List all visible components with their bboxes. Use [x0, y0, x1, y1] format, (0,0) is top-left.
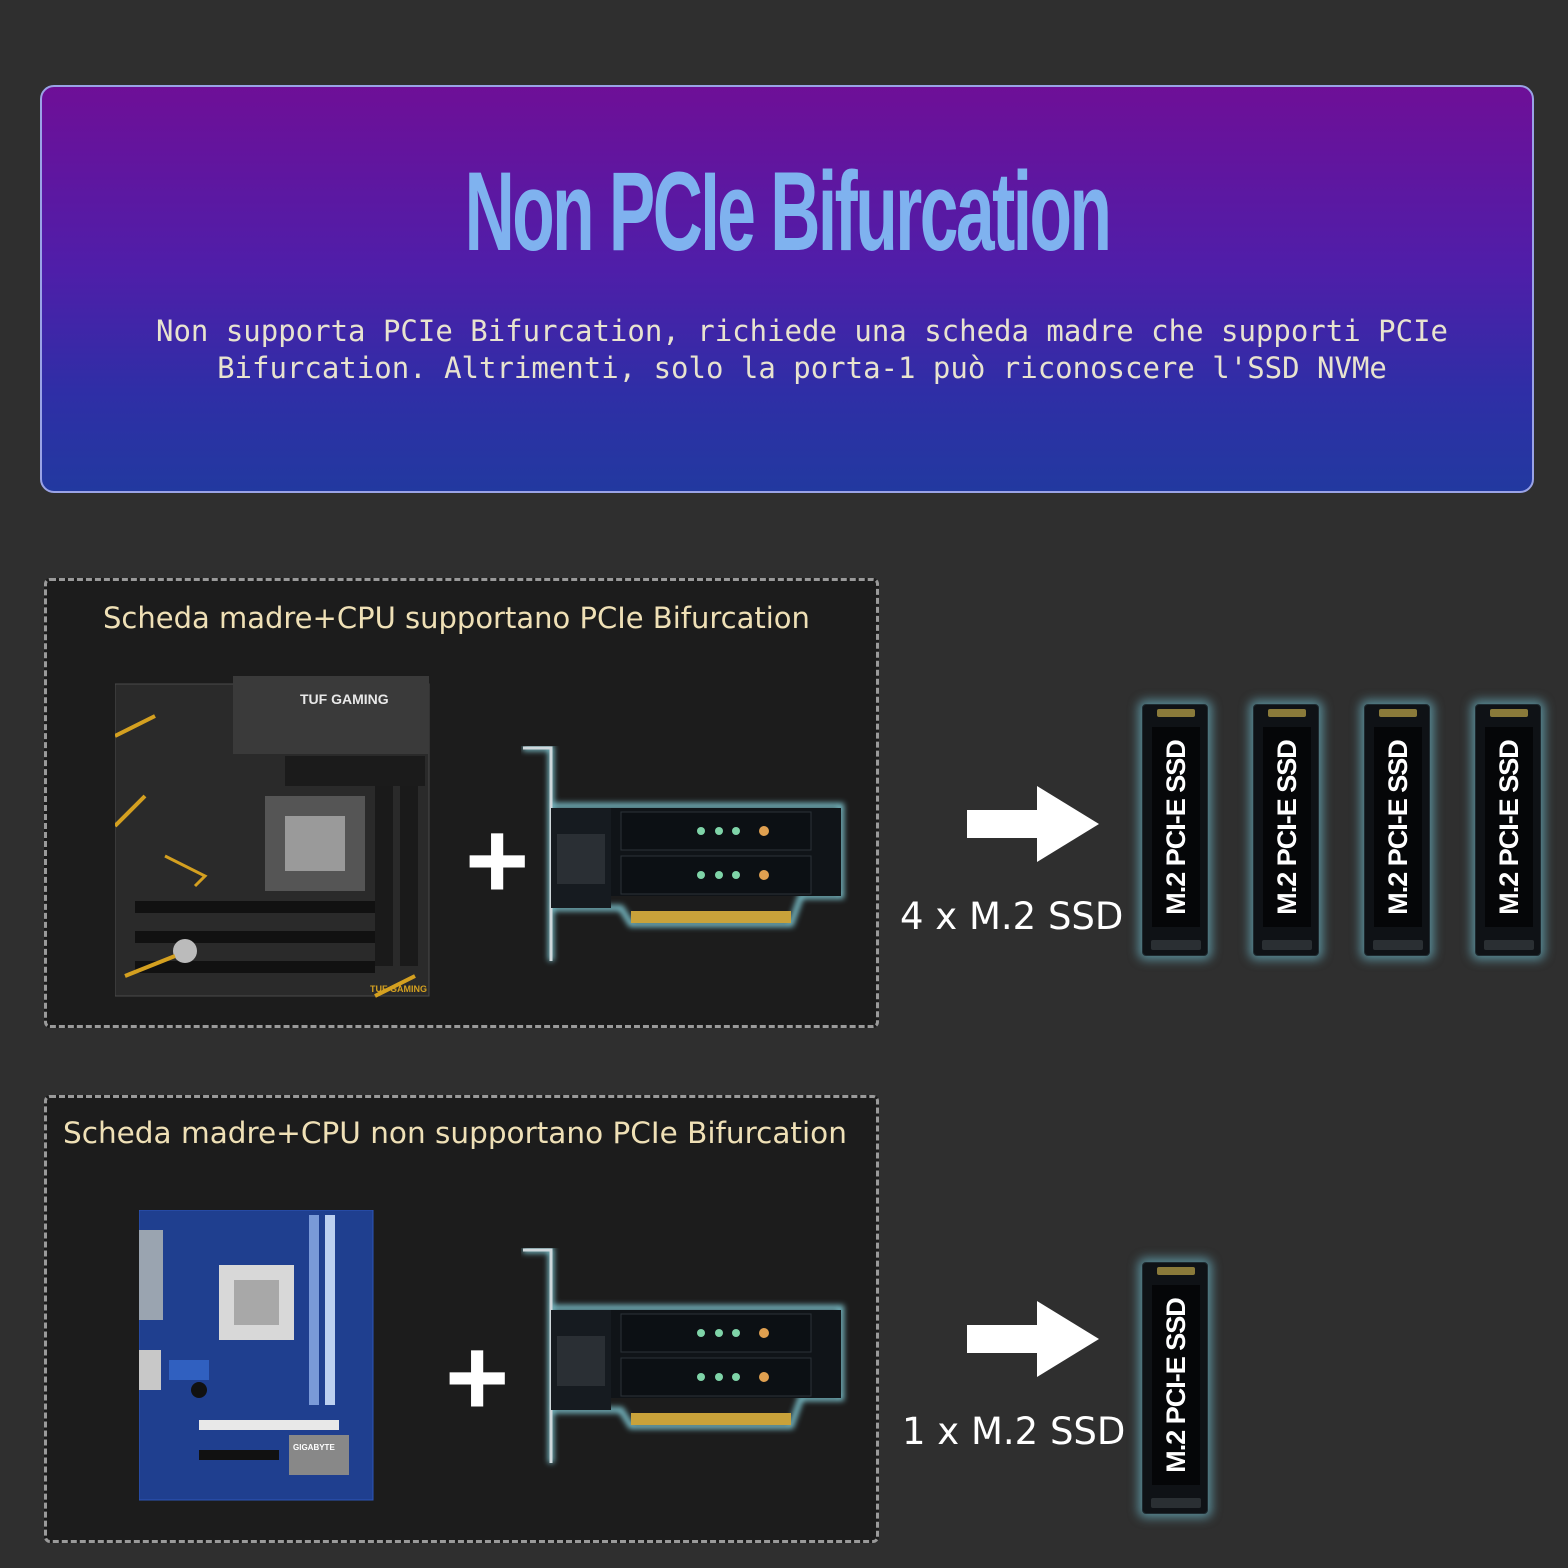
plus-sign: + [465, 799, 530, 922]
arrow-right-icon [967, 786, 1099, 862]
ssd-count-label: 4 x M.2 SSD [900, 895, 1124, 938]
banner-description-line-1: Non supporta PCIe Bifurcation, richiede … [155, 314, 1448, 348]
panel-bifurcation-supported: Scheda madre+CPU supportano PCIe Bifurca… [44, 578, 1099, 1028]
banner-title: Non PCIe Bifurcation [464, 149, 1112, 274]
pcie-adapter-card-image [523, 746, 844, 961]
svg-text:TUF GAMING: TUF GAMING [370, 984, 427, 994]
arrow-right-icon [967, 1301, 1099, 1377]
motherboard-tuf-image: TUF GAMING TUF GAMING [115, 676, 430, 998]
plus-sign: + [445, 1316, 510, 1439]
m2-ssd-icon: M.2 PCI-E SSD [1142, 1262, 1208, 1514]
panel-title: Scheda madre+CPU non supportano PCIe Bif… [63, 1116, 847, 1150]
panel-title: Scheda madre+CPU supportano PCIe Bifurca… [103, 601, 810, 635]
panel-bifurcation-not-supported: Scheda madre+CPU non supportano PCIe Bif… [44, 1095, 1099, 1543]
banner-description: Non supporta PCIe Bifurcation, richiede … [82, 313, 1522, 387]
ssd-sticker-label: M.2 PCI-E SSD [1271, 739, 1302, 915]
m2-ssd-icon: M.2 PCI-E SSD [1253, 704, 1319, 956]
m2-ssd-icon: M.2 PCI-E SSD [1142, 704, 1208, 956]
title-banner: Non PCIe Bifurcation Non supporta PCIe B… [40, 85, 1534, 493]
ssd-sticker-label: M.2 PCI-E SSD [1493, 739, 1524, 915]
motherboard-brand-text: GIGABYTE [293, 1443, 335, 1452]
ssd-sticker-label: M.2 PCI-E SSD [1160, 1297, 1191, 1473]
banner-description-line-2: Bifurcation. Altrimenti, solo la porta-1… [217, 351, 1387, 385]
m2-ssd-icon: M.2 PCI-E SSD [1475, 704, 1541, 956]
pcie-adapter-card-image [523, 1248, 844, 1463]
ssd-sticker-label: M.2 PCI-E SSD [1160, 739, 1191, 915]
m2-ssd-icon: M.2 PCI-E SSD [1364, 704, 1430, 956]
motherboard-brand-text: TUF GAMING [300, 691, 389, 707]
ssd-count-label: 1 x M.2 SSD [902, 1410, 1126, 1453]
motherboard-gigabyte-image: GIGABYTE [139, 1210, 374, 1501]
ssd-sticker-label: M.2 PCI-E SSD [1382, 739, 1413, 915]
